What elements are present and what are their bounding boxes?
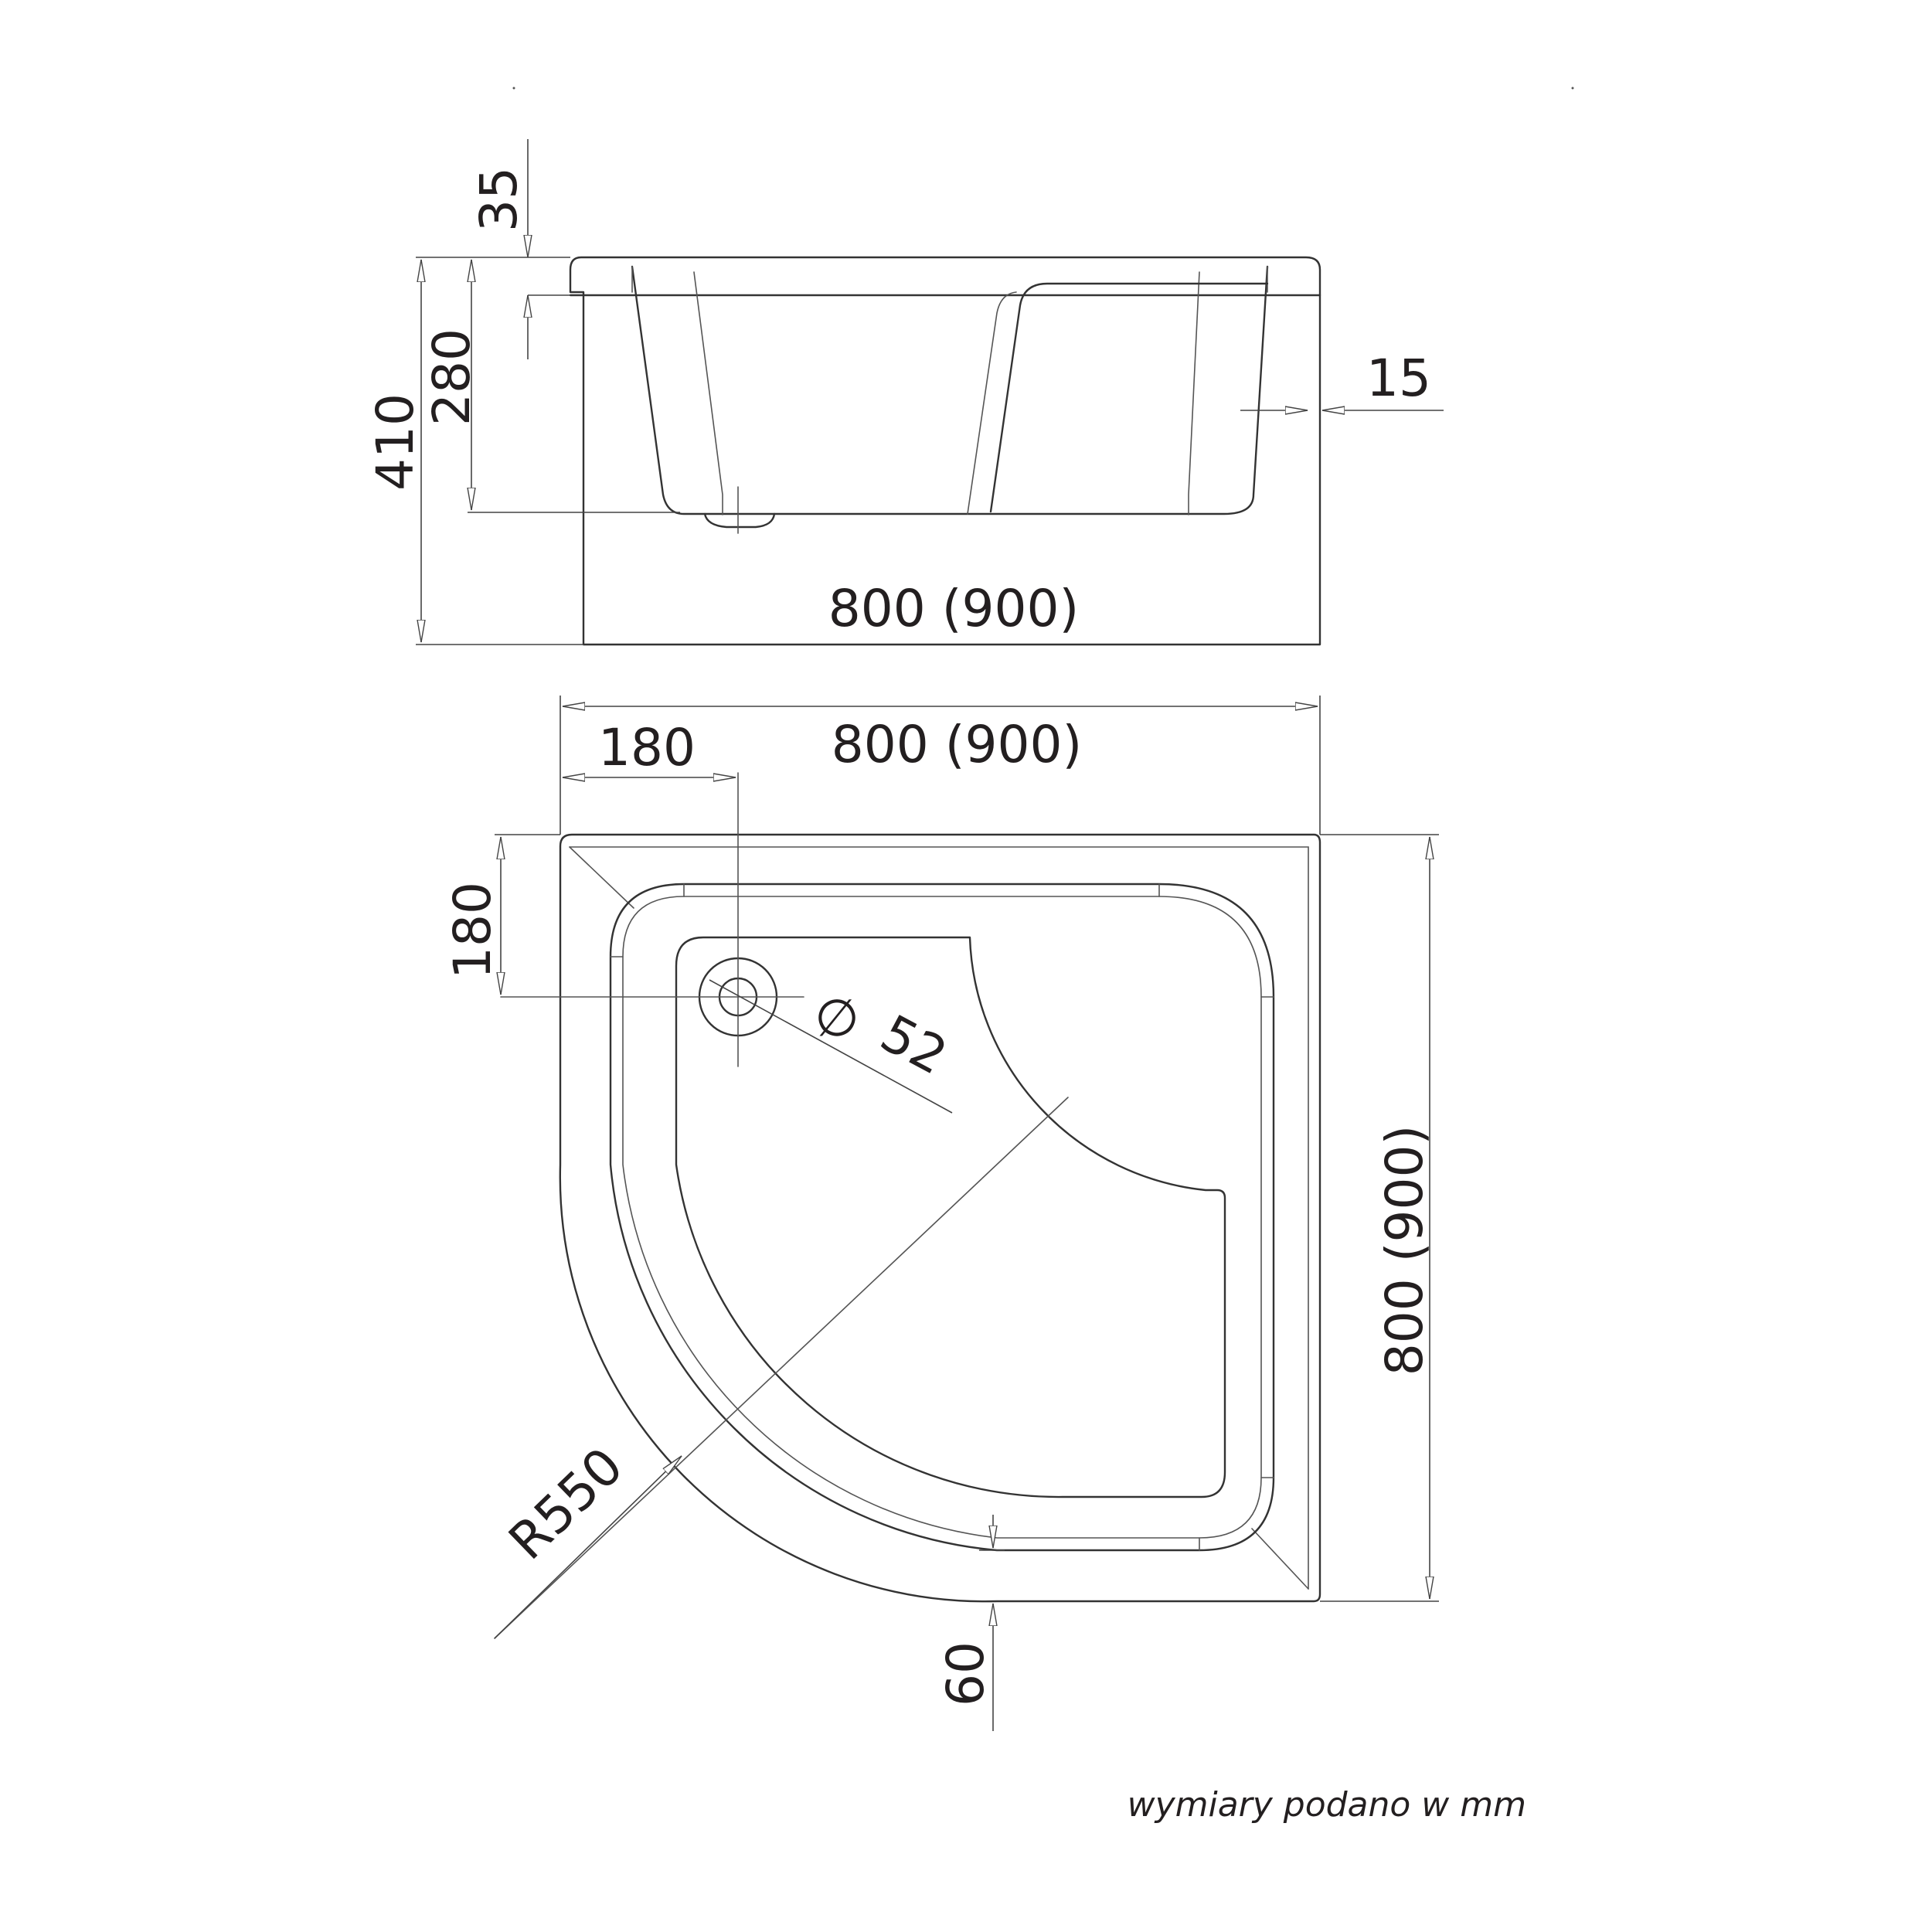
dim-edge: 60 — [936, 1641, 995, 1706]
dim-drain-offset-y: 180 — [443, 882, 502, 979]
top-view: R550 ∅ 52 800 (900) 180 180 800 (900) 60 — [443, 696, 1439, 1731]
side-view-outline — [569, 256, 1321, 646]
side-view: 410 280 35 15 800 (900) — [366, 139, 1444, 646]
tray-rim-edge — [569, 846, 1309, 1590]
side-view-seat-inner — [967, 291, 1017, 515]
dim-radius: R550 — [498, 1436, 634, 1571]
tray-corner-bevel — [1251, 1528, 1309, 1590]
radius-axis-line — [494, 1097, 1069, 1639]
side-view-wall-inner-left — [693, 271, 723, 515]
drain-diameter-leader — [709, 979, 953, 1114]
corner-mark — [512, 87, 515, 90]
basin-edge-inner — [622, 896, 1262, 1539]
drain-diameter-symbol: ∅ — [815, 988, 859, 1048]
side-view-basin — [631, 265, 1269, 515]
dim-rim: 35 — [469, 167, 529, 232]
dim-drain-offset-x: 180 — [598, 718, 696, 777]
dim-radius-leader — [494, 1456, 682, 1639]
tray-corner-bevel — [569, 846, 634, 909]
side-view-drain — [703, 512, 776, 529]
side-view-wall-inner-right — [1188, 271, 1200, 515]
corner-mark — [1571, 87, 1574, 90]
dim-side-width: 800 (900) — [828, 579, 1079, 638]
seat-outline — [675, 936, 1226, 1498]
dim-depth: 800 (900) — [1375, 1125, 1434, 1376]
dim-total-height: 410 — [366, 393, 425, 491]
basin-edge-outer — [609, 883, 1275, 1552]
dim-inner-depth: 280 — [422, 328, 481, 426]
units-note: wymiary podano w mm — [1128, 1785, 1526, 1825]
tray-outline — [559, 833, 1321, 1603]
basin-rim-ticks — [610, 883, 1274, 1551]
dim-wall: 15 — [1366, 349, 1431, 408]
side-view-seat — [989, 282, 1269, 513]
side-view-basin-edge — [631, 266, 1268, 293]
dim-top-width: 800 (900) — [832, 715, 1082, 774]
dim-drain-diameter: 52 — [871, 1003, 956, 1086]
